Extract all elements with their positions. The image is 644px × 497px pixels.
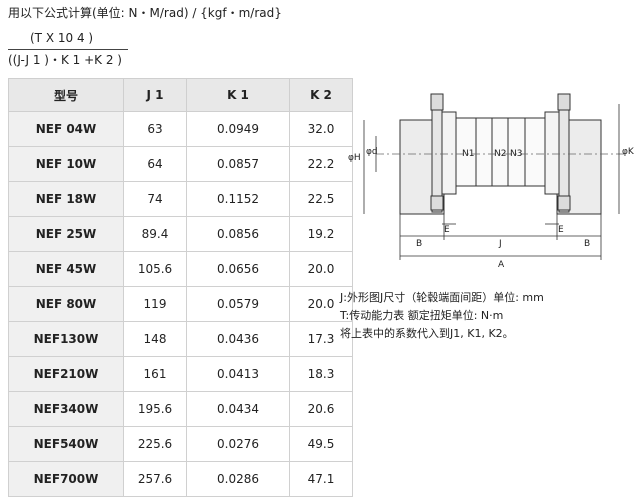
formula-numerator: (T X 10 4 ) — [30, 31, 94, 45]
cell-j1: 257.6 — [123, 461, 187, 497]
cell-j1: 161 — [123, 356, 187, 392]
label-dd: φd — [366, 147, 378, 157]
cell-k2: 32.0 — [289, 111, 353, 147]
label-E-right: E — [558, 225, 564, 235]
cell-k1: 0.0579 — [186, 286, 290, 322]
label-N2: N2 — [494, 149, 506, 159]
right-disc-pack — [544, 111, 560, 195]
cell-model: NEF 25W — [8, 216, 124, 252]
header-model: 型号 — [8, 78, 124, 112]
cell-model: NEF 80W — [8, 286, 124, 322]
header-k1: K 1 — [186, 78, 290, 112]
label-A: A — [498, 260, 505, 270]
cell-k1: 0.0656 — [186, 251, 290, 287]
cell-k1: 0.0413 — [186, 356, 290, 392]
cell-j1: 64 — [123, 146, 187, 182]
cell-j1: 105.6 — [123, 251, 187, 287]
cell-k1: 0.0434 — [186, 391, 290, 427]
formula-fraction-bar — [8, 49, 128, 50]
cell-model: NEF 04W — [8, 111, 124, 147]
cell-j1: 74 — [123, 181, 187, 217]
header-k2: K 2 — [289, 78, 353, 112]
cell-model: NEF340W — [8, 391, 124, 427]
label-B-left: B — [416, 239, 422, 249]
cell-k2: 20.0 — [289, 286, 353, 322]
cell-k1: 0.0436 — [186, 321, 290, 357]
label-dH: φH — [348, 153, 361, 163]
cell-k2: 49.5 — [289, 426, 353, 462]
right-bolt-top — [557, 93, 571, 111]
label-E-left: E — [444, 225, 450, 235]
cell-model: NEF 10W — [8, 146, 124, 182]
cell-k1: 0.0857 — [186, 146, 290, 182]
header-j1: J 1 — [123, 78, 187, 112]
label-J: J — [498, 239, 502, 249]
cell-model: NEF540W — [8, 426, 124, 462]
cell-j1: 119 — [123, 286, 187, 322]
cell-j1: 89.4 — [123, 216, 187, 252]
label-N3: N3 — [510, 149, 522, 159]
cell-j1: 63 — [123, 111, 187, 147]
note-j: J:外形图J尺寸（轮毂端面间距）单位: mm — [340, 291, 544, 304]
spacer — [455, 117, 546, 187]
cell-j1: 195.6 — [123, 391, 187, 427]
left-disc-pack — [441, 111, 457, 195]
label-dK: φK — [622, 147, 635, 157]
right-bolt-bottom — [557, 195, 571, 211]
formula-title: 用以下公式计算(单位: N・M/rad) / {kgf・m/rad} — [8, 6, 282, 20]
cell-k2: 19.2 — [289, 216, 353, 252]
cell-k2: 20.0 — [289, 251, 353, 287]
cell-model: NEF130W — [8, 321, 124, 357]
cell-k2: 47.1 — [289, 461, 353, 497]
left-bolt-top — [430, 93, 444, 111]
cell-k1: 0.0286 — [186, 461, 290, 497]
cell-k2: 22.2 — [289, 146, 353, 182]
cell-k2: 20.6 — [289, 391, 353, 427]
table-header-row: 型号 J 1 K 1 K 2 — [8, 78, 353, 112]
label-B-right: B — [584, 239, 590, 249]
cell-model: NEF 18W — [8, 181, 124, 217]
cell-k1: 0.0276 — [186, 426, 290, 462]
cell-k2: 18.3 — [289, 356, 353, 392]
label-N1: N1 — [462, 149, 474, 159]
formula-denominator: ((J-J 1 )・K 1 +K 2 ) — [8, 53, 122, 67]
cell-k1: 0.0856 — [186, 216, 290, 252]
cell-model: NEF210W — [8, 356, 124, 392]
cell-j1: 225.6 — [123, 426, 187, 462]
cell-k1: 0.1152 — [186, 181, 290, 217]
cell-model: NEF 45W — [8, 251, 124, 287]
cell-model: NEF700W — [8, 461, 124, 497]
cell-k1: 0.0949 — [186, 111, 290, 147]
note-t: T:传动能力表 额定扭矩单位: N·m — [340, 309, 504, 322]
left-bolt-bottom — [430, 195, 444, 211]
note-coefficients: 将上表中的系数代入到J1, K1, K2。 — [340, 327, 514, 340]
coupling-drawing: φH φd φK N1 N2 N3 B E J E B A — [348, 93, 635, 270]
cell-j1: 148 — [123, 321, 187, 357]
